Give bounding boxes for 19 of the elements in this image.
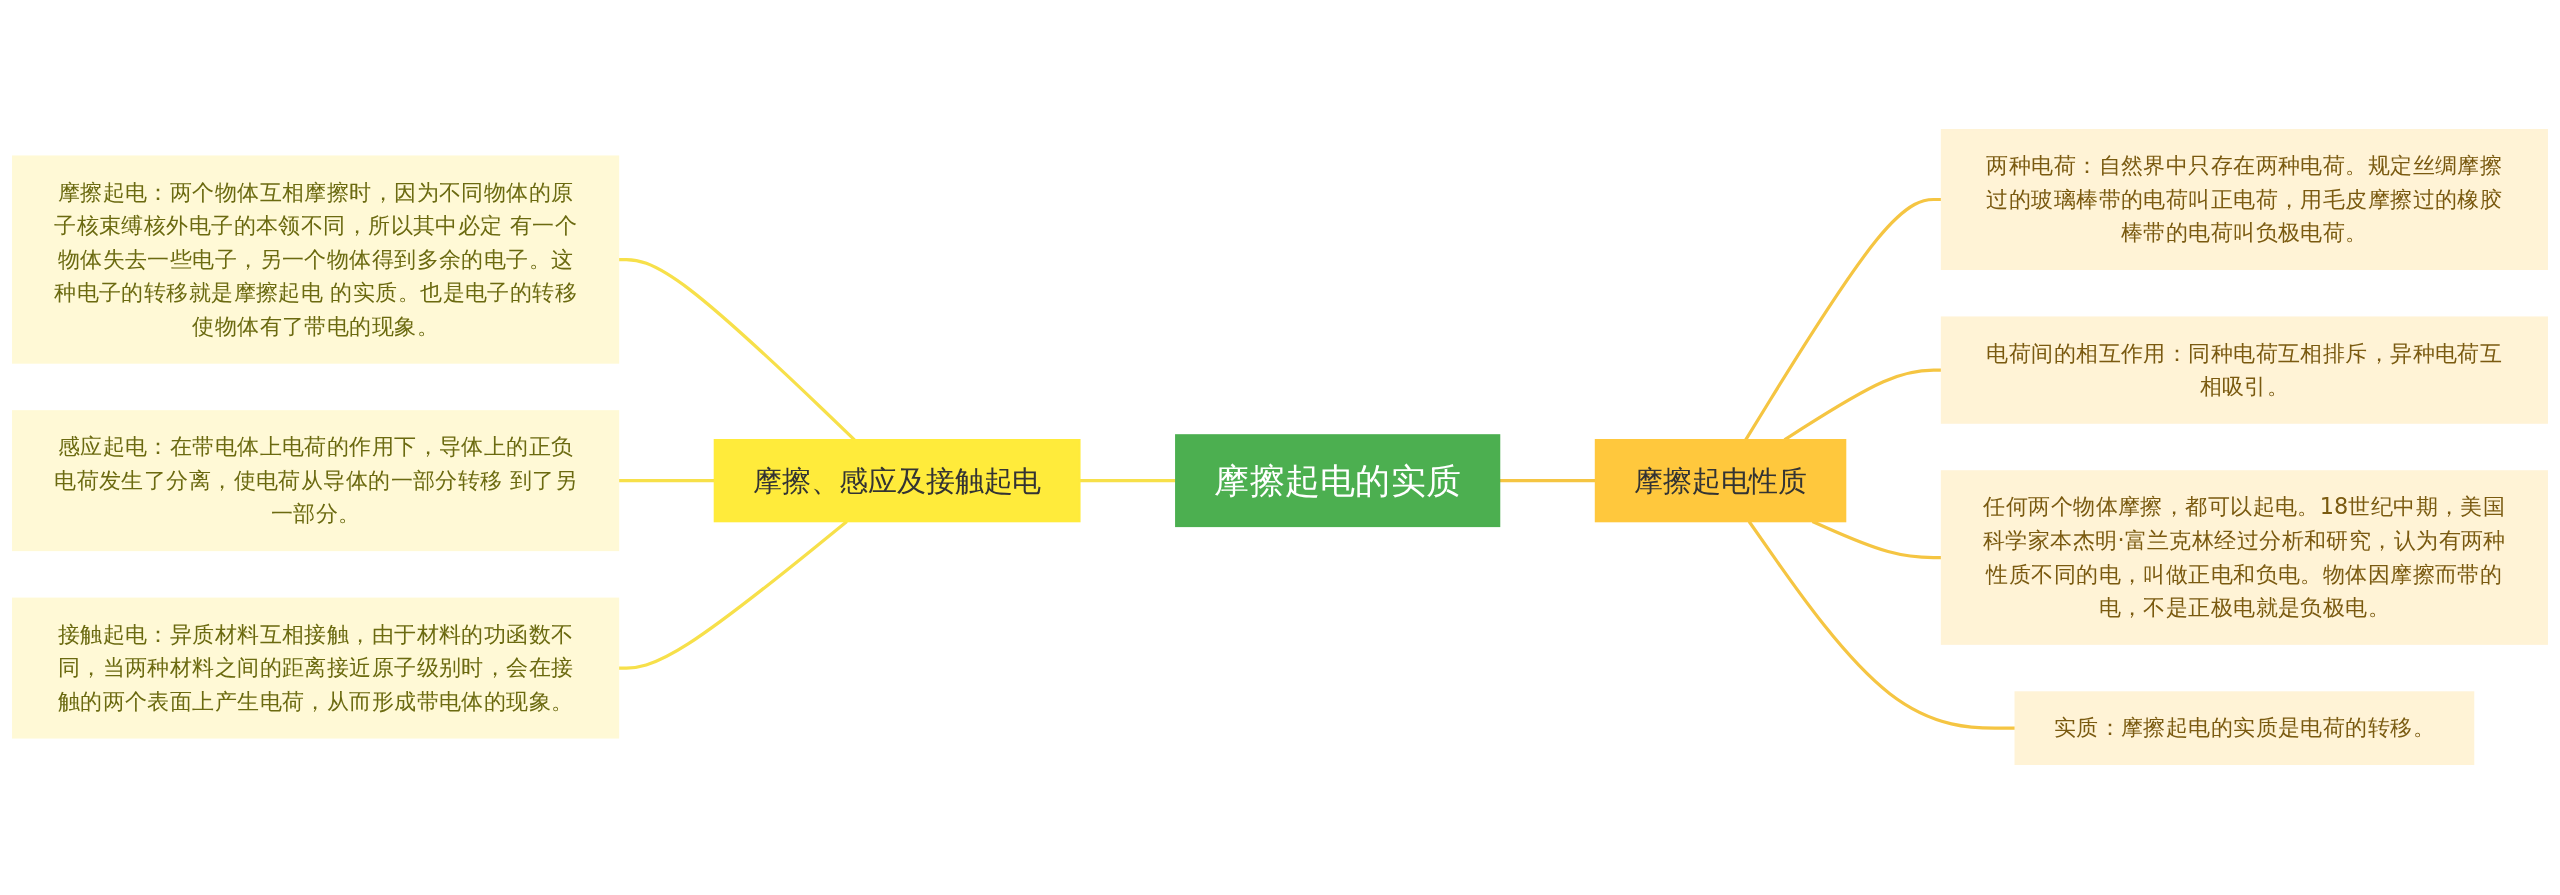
node-box: 摩擦起电性质 [1594, 439, 1847, 523]
node-box: 摩擦起电的实质 [1175, 434, 1501, 528]
node-box: 摩擦、感应及接触起电 [713, 439, 1081, 523]
node-box: 电荷间的相互作用：同种电荷互相排斥，异种电荷互相吸引。 [1940, 316, 2548, 425]
connector [618, 520, 848, 671]
connector [618, 258, 856, 442]
connector [1747, 521, 2016, 731]
connector [1079, 479, 1176, 483]
connector [1783, 369, 1942, 442]
node-box: 两种电荷：自然界中只存在两种电荷。规定丝绸摩擦过的玻璃棒带的电荷叫正电荷，用毛皮摩擦过的橡胶棒带的电荷叫负极电荷。 [1940, 129, 2548, 271]
connector [618, 479, 715, 483]
node-box: 实质：摩擦起电的实质是电荷的转移。 [2014, 691, 2475, 766]
connector [1744, 198, 1942, 442]
connector [1811, 520, 1942, 560]
node-box: 感应起电：在带电体上电荷的作用下，导体上的正负电荷发生了分离，使电荷从导体的一部分转移 到了另一部分。 [12, 410, 620, 552]
node-box: 摩擦起电：两个物体互相摩擦时，因为不同物体的原子核束缚核外电子的本领不同，所以其中必定 有一个物体失去一些电子，另一个物体得到多余的电子。这种电子的转移就是摩擦起电 的实质。也是电子的转移使物体有了带电的现象。 [12, 155, 620, 365]
node-box: 任何两个物体摩擦，都可以起电。18世纪中期，美国科学家本杰明·富兰克林经过分析和研究，认为有两种性质不同的电，叫做正电和负电。物体因摩擦而带的电，不是正极电就是负极电。 [1940, 470, 2548, 646]
node-box: 接触起电：异质材料互相接触，由于材料的功函数不同，当两种材料之间的距离接近原子级别时，会在接触的两个表面上产生电荷，从而形成带电体的现象。 [12, 598, 620, 740]
connector [1499, 479, 1596, 483]
